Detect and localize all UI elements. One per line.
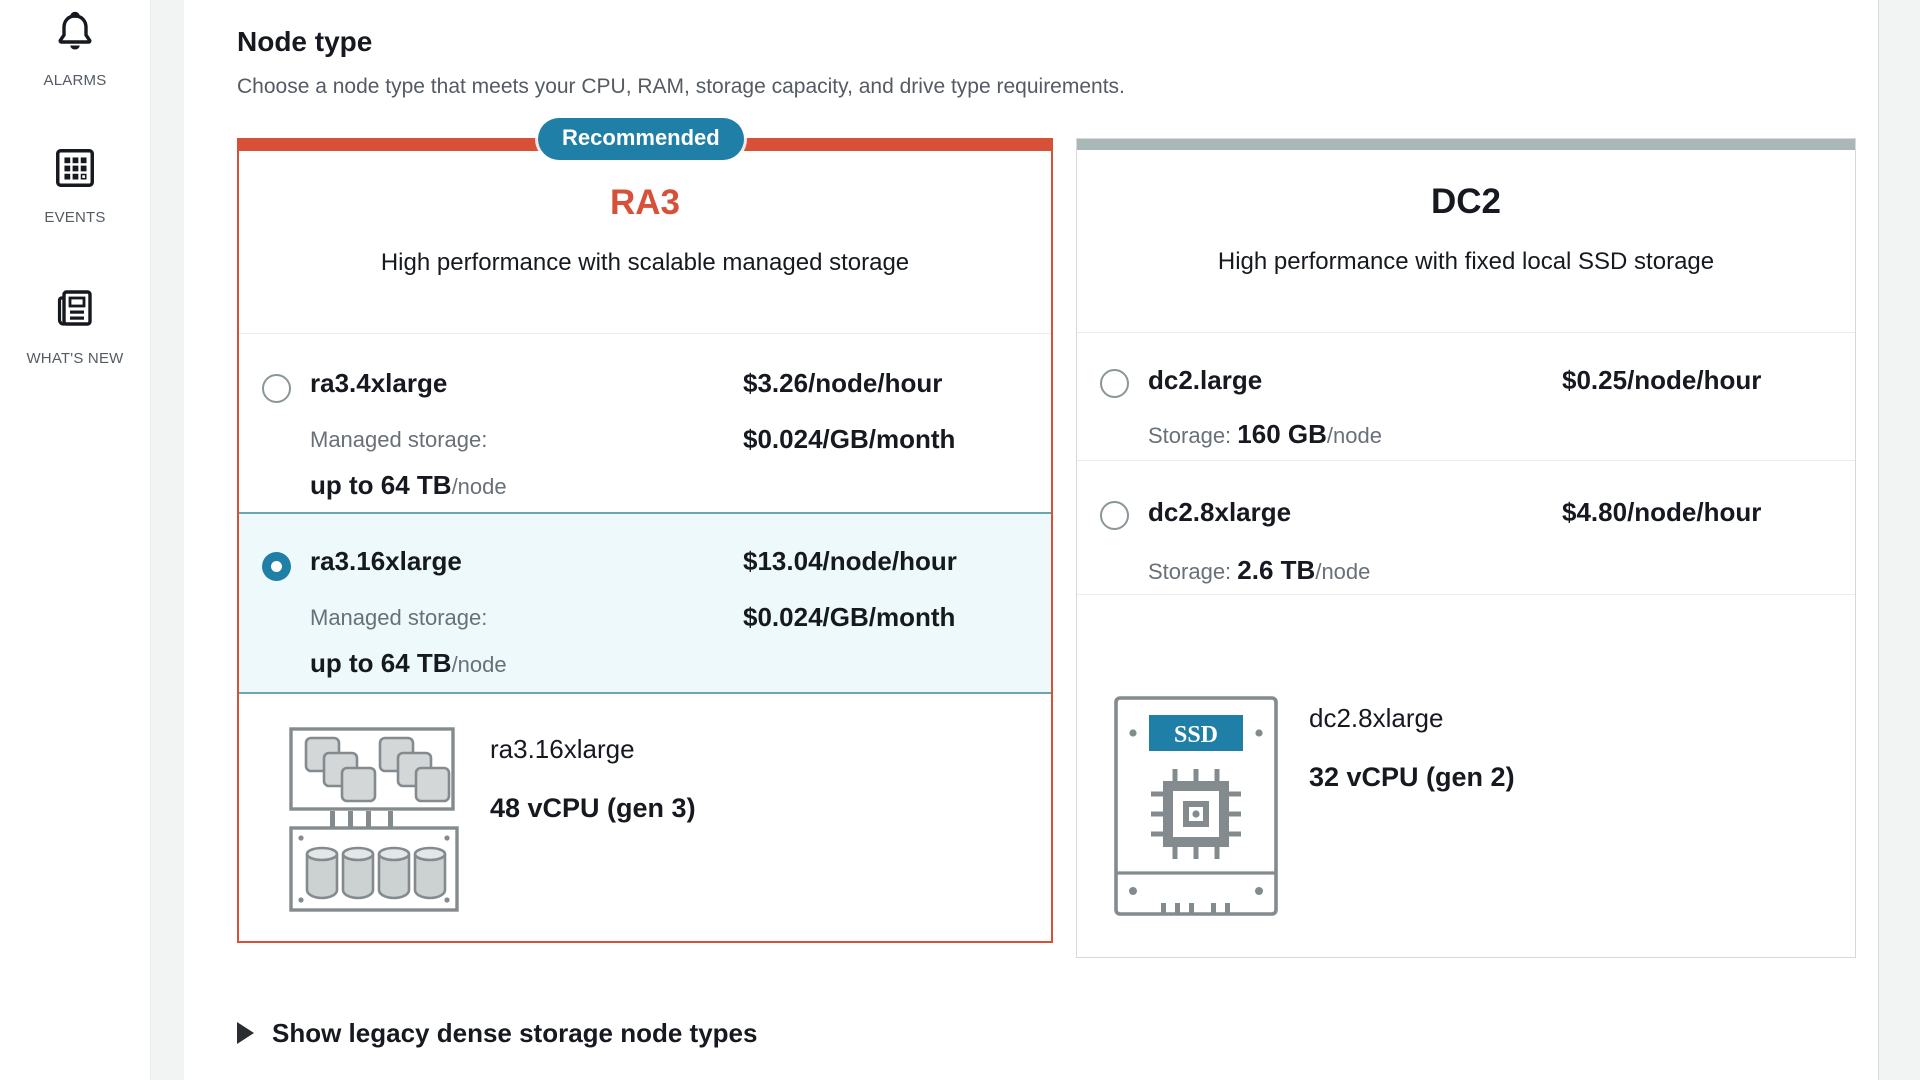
radio-ra3-16xlarge[interactable] [262, 552, 291, 581]
ra3-selected-detail: ra3.16xlarge 48 vCPU (gen 3) [239, 694, 1051, 919]
dc2-node-name: dc2.8xlarge [1309, 703, 1444, 733]
ra3-title: RA3 [609, 183, 681, 222]
sidebar-item-label: ALARMS [43, 72, 107, 89]
storage-price: $0.024/GB/month [743, 602, 956, 632]
option-row-dc2-large[interactable]: dc2.large $0.25/node/hour Storage: 160 G… [1077, 333, 1855, 460]
option-name: ra3.16xlarge [310, 546, 462, 576]
option-row-ra3-4xlarge[interactable]: ra3.4xlarge $3.26/node/hour Managed stor… [239, 334, 1051, 512]
ssd-drive-icon: SSD [1113, 695, 1279, 922]
dc2-node-vcpu: 32 vCPU (gen 2) [1309, 762, 1515, 792]
managed-storage-label: Managed storage: [310, 427, 488, 452]
bell-icon [50, 6, 100, 59]
newspaper-icon [51, 284, 99, 337]
option-row-ra3-16xlarge-selected[interactable]: ra3.16xlarge $13.04/node/hour Managed st… [239, 512, 1051, 694]
storage-line: Storage: 2.6 TB/node [1148, 555, 1371, 585]
option-row-dc2-8xlarge[interactable]: dc2.8xlarge $4.80/node/hour Storage: 2.6… [1077, 461, 1855, 594]
expand-triangle-icon [237, 1022, 254, 1044]
divider [1077, 460, 1855, 461]
managed-storage-label: Managed storage: [310, 605, 488, 630]
sidebar-item-label: WHAT'S NEW [26, 350, 124, 367]
dc2-card: DC2 High performance with fixed local SS… [1076, 138, 1856, 958]
storage-line: Storage: 160 GB/node [1148, 419, 1382, 449]
sidebar-item-events[interactable]: EVENTS [0, 145, 150, 226]
ra3-node-diagram-icon [288, 726, 460, 919]
divider [239, 333, 1051, 334]
sidebar-item-whats-new[interactable]: WHAT'S NEW [0, 284, 150, 367]
node-type-cards: Recommended RA3 High performance with sc… [237, 118, 1878, 958]
storage-capacity: up to 64 TB/node [310, 648, 507, 678]
events-grid-icon [52, 145, 98, 196]
radio-ra3-4xlarge[interactable] [262, 374, 291, 403]
ra3-card: Recommended RA3 High performance with sc… [237, 118, 1053, 943]
sidebar-item-label: EVENTS [44, 209, 106, 226]
page-title: Node type [237, 26, 373, 57]
option-name: dc2.large [1148, 365, 1263, 395]
selected-node-name: ra3.16xlarge [490, 734, 635, 764]
storage-capacity: up to 64 TB/node [310, 470, 507, 500]
left-nav-sidebar: ALARMS EVENTS WHAT'S NEW [0, 0, 151, 1080]
divider [1077, 332, 1855, 333]
divider [1077, 594, 1855, 595]
recommended-badge: Recommended [538, 118, 744, 160]
option-price: $13.04/node/hour [743, 546, 957, 576]
dc2-title: DC2 [1430, 182, 1502, 221]
dc2-accent-bar [1077, 139, 1855, 150]
option-name: dc2.8xlarge [1148, 497, 1292, 527]
legacy-toggle-label: Show legacy dense storage node types [272, 1018, 758, 1048]
page-description: Choose a node type that meets your CPU, … [237, 75, 1125, 98]
radio-dc2-8xlarge[interactable] [1100, 501, 1129, 530]
page-gutter-left [151, 0, 184, 1080]
option-price: $0.25/node/hour [1562, 365, 1762, 395]
storage-price: $0.024/GB/month [743, 424, 956, 454]
ra3-subtitle: High performance with scalable managed s… [380, 249, 910, 276]
dc2-subtitle: High performance with fixed local SSD st… [1217, 248, 1715, 275]
sidebar-item-alarms[interactable]: ALARMS [0, 6, 150, 89]
show-legacy-node-types-toggle[interactable]: Show legacy dense storage node types [237, 1018, 877, 1048]
option-price: $3.26/node/hour [743, 368, 943, 398]
node-type-section: Node type Choose a node type that meets … [184, 0, 1878, 1080]
selected-node-vcpu: 48 vCPU (gen 3) [490, 793, 696, 823]
dc2-detail: SSD [1077, 595, 1855, 922]
scrollbar-gutter[interactable] [1878, 0, 1920, 1080]
radio-dc2-large[interactable] [1100, 369, 1129, 398]
option-price: $4.80/node/hour [1562, 497, 1762, 527]
option-name: ra3.4xlarge [310, 368, 448, 398]
svg-text:SSD: SSD [1174, 722, 1218, 748]
